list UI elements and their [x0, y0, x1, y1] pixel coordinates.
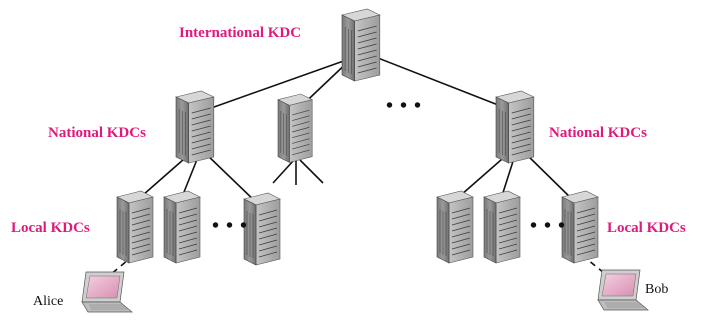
- link-national-middle-branch-3: [299, 159, 324, 184]
- ellipsis-local-left: • • •: [212, 215, 248, 237]
- server-local-left-2: [163, 190, 201, 264]
- label-international-kdc: International KDC: [179, 25, 301, 41]
- label-local-kdcs-left: Local KDCs: [11, 220, 90, 236]
- link-national-middle-branch-1: [272, 159, 295, 184]
- server-local-right-1: [436, 190, 474, 264]
- link-national-right-local-3: [523, 151, 576, 203]
- link-intl-national-left: [199, 57, 353, 113]
- server-national-right: [495, 90, 535, 164]
- server-national-left: [175, 90, 215, 164]
- laptop-bob: [597, 269, 649, 311]
- label-local-kdcs-right: Local KDCs: [607, 220, 686, 236]
- server-local-left-1: [116, 190, 154, 264]
- server-international: [341, 8, 381, 82]
- label-alice: Alice: [33, 294, 63, 309]
- link-intl-national-right: [377, 57, 517, 113]
- label-national-kdcs-right: National KDCs: [549, 125, 647, 141]
- laptop-alice: [81, 271, 133, 313]
- label-bob: Bob: [645, 282, 668, 297]
- ellipsis-top: • • •: [386, 95, 422, 117]
- server-local-right-2: [483, 190, 521, 264]
- server-local-left-3: [243, 192, 281, 266]
- label-national-kdcs-left: National KDCs: [48, 125, 146, 141]
- server-local-right-3: [561, 190, 599, 264]
- link-national-left-local-3: [203, 151, 259, 205]
- ellipsis-local-right: • • •: [530, 215, 566, 237]
- server-national-middle: [277, 93, 313, 163]
